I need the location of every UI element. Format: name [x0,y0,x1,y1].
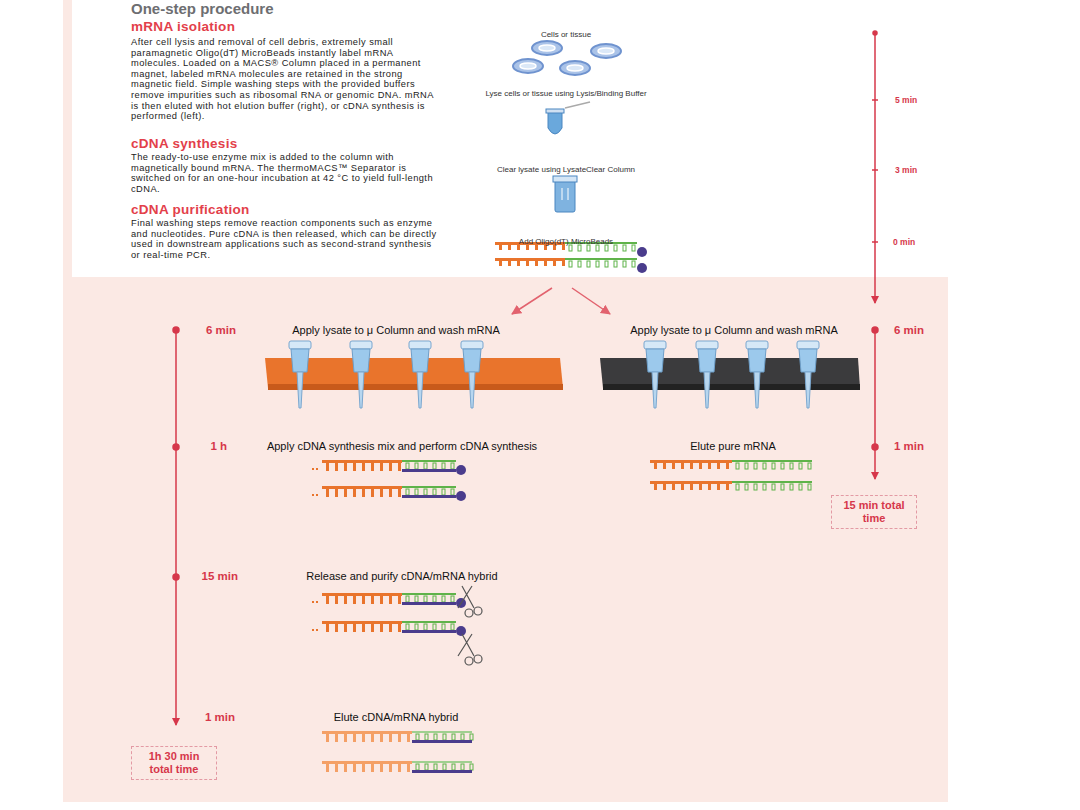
section-heading: mRNA isolation [131,19,451,34]
section-text: After cell lysis and removal of cell deb… [131,37,441,122]
step-label: Lyse cells or tissue using Lysis/Binding… [481,89,651,98]
time-label: 6 min [176,324,236,336]
step-label: Add Oligo(dT) MicroBeads [481,237,651,246]
time-label: 1 h [167,440,227,452]
total-time-box: 15 min total time [831,495,917,529]
time-label: 0 min [893,237,943,247]
total-time-text: 1h 30 min total time [136,750,212,776]
step-label: Elute pure mRNA [633,440,833,452]
step-label: Cells or tissue [506,30,626,39]
time-label: 15 min [178,570,238,582]
time-label: 5 min [895,95,945,105]
time-label: 1 min [175,711,235,723]
total-time-box: 1h 30 min total time [131,746,217,780]
time-label: 1 min [894,440,954,452]
step-label: Elute cDNA/mRNA hybrid [276,711,516,723]
total-time-text: 15 min total time [836,499,912,525]
step-label: Apply lysate to μ Column and wash mRNA [246,324,546,336]
section-heading: cDNA synthesis [131,136,451,151]
time-label: 3 min [895,165,945,175]
diagram-title: One-step procedure [131,0,274,17]
section-heading: cDNA purification [131,202,451,217]
section-text: The ready-to-use enzyme mix is added to … [131,152,441,194]
step-label: Apply lysate to μ Column and wash mRNA [584,324,884,336]
step-label: Clear lysate using LysateClear Column [456,165,676,174]
time-label: 6 min [894,324,954,336]
step-label: Apply cDNA synthesis mix and perform cDN… [242,440,562,452]
section-text: Final washing steps remove reaction comp… [131,218,441,260]
step-label: Release and purify cDNA/mRNA hybrid [252,570,552,582]
